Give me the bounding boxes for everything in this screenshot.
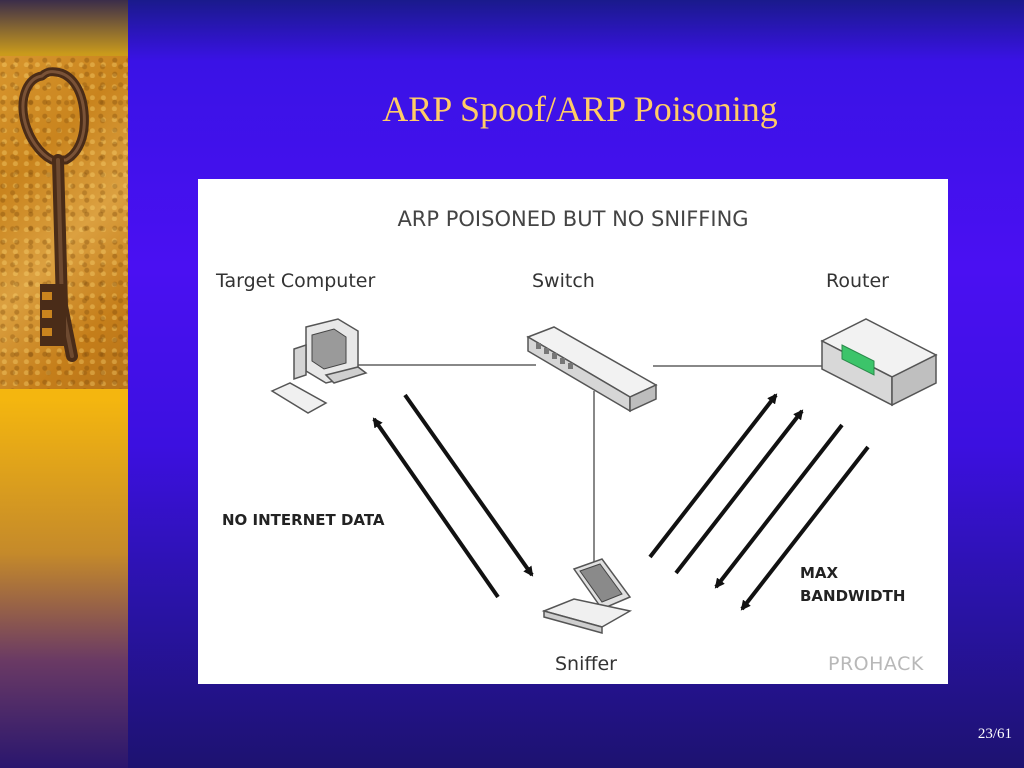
slide-title: ARP Spoof/ARP Poisoning	[382, 89, 778, 129]
arrow-sniffer-to-target	[372, 417, 500, 599]
sniffer-laptop-icon	[541, 558, 633, 634]
label-sniffer: Sniffer	[555, 653, 617, 675]
page-number: 23/61	[977, 726, 1012, 742]
label-no-internet-data: NO INTERNET DATA	[222, 511, 385, 529]
label-max-bandwidth-line2: BANDWIDTH	[800, 587, 906, 605]
diagram-heading: ARP POISONED BUT NO SNIFFING	[397, 207, 749, 231]
label-max-bandwidth-line1: MAX	[800, 564, 839, 582]
arrow-router-to-sniffer-2	[740, 445, 870, 611]
arrow-router-to-sniffer-1	[714, 423, 844, 589]
arrow-target-to-sniffer	[403, 393, 534, 577]
arrow-sniffer-to-router-2	[674, 409, 804, 575]
network-diagram: ARP POISONED BUT NO SNIFFING Target Comp…	[198, 179, 948, 684]
label-router: Router	[826, 270, 889, 292]
arrow-sniffer-to-router-1	[648, 393, 778, 559]
key-photo	[0, 56, 128, 389]
router-icon	[820, 318, 938, 407]
antique-key-icon	[18, 67, 89, 362]
label-target-computer: Target Computer	[216, 270, 376, 292]
label-switch: Switch	[532, 270, 595, 292]
diagram-graphics	[270, 318, 938, 634]
label-max-bandwidth: MAX BANDWIDTH	[800, 562, 905, 608]
watermark: PROHACK	[828, 653, 924, 675]
target-computer-icon	[270, 318, 368, 414]
switch-icon	[526, 326, 658, 413]
